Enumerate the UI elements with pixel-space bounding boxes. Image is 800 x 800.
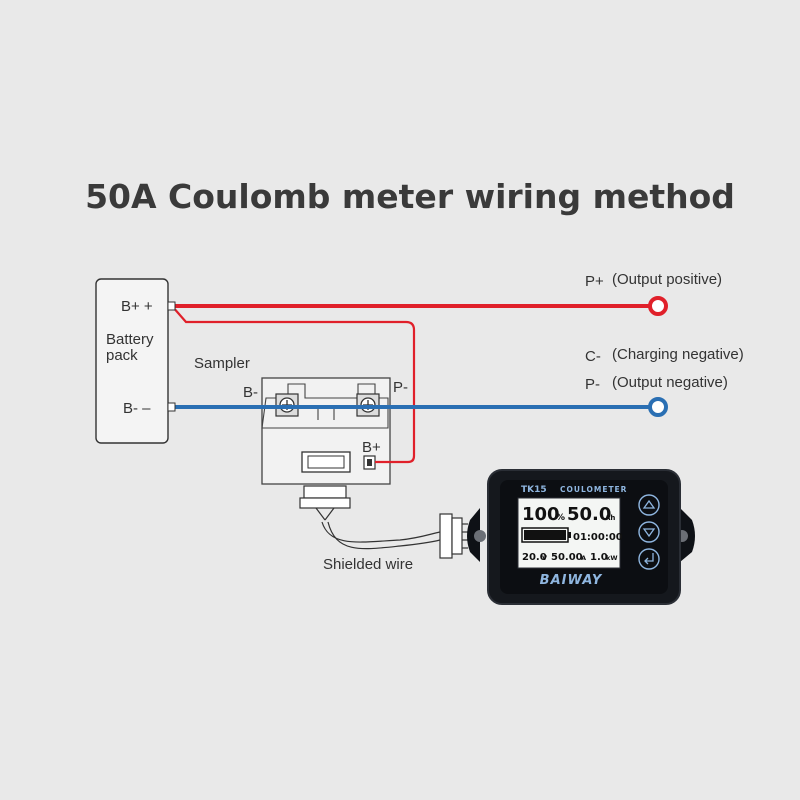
- chevron-up-icon: [642, 499, 656, 509]
- sampler-label: Sampler: [194, 355, 250, 372]
- enter-button[interactable]: [638, 548, 660, 570]
- output-labels: P+ (Output positive) C- (Charging negati…: [585, 271, 744, 393]
- lcd-voltage: 20.0: [522, 552, 547, 563]
- lcd-capacity: 50.0: [567, 504, 611, 525]
- lcd-power-unit: kW: [606, 554, 618, 562]
- wires: [167, 296, 668, 464]
- battery-negative-terminal-label: B- –: [123, 400, 151, 417]
- sampler-b-plus-label: B+: [362, 439, 381, 456]
- lcd-percent-unit: %: [556, 513, 565, 523]
- lcd-power: 1.0: [590, 552, 608, 563]
- sampler-b-plus-wire: [171, 305, 416, 464]
- enter-icon: [644, 553, 654, 565]
- p-plus-desc: (Output positive): [612, 271, 722, 288]
- sampler-plug: [303, 485, 347, 499]
- down-button[interactable]: [638, 521, 660, 543]
- battery-pack: B+ + Battery pack B- –: [95, 278, 169, 444]
- battery-pack-box: [95, 278, 169, 444]
- sampler-b-minus-label: B-: [243, 384, 258, 401]
- output-positive-ring: [648, 296, 668, 316]
- lcd-capacity-unit: Ah: [605, 514, 615, 522]
- sampler-p-minus-label: P-: [393, 379, 408, 396]
- shielded-wire-label: Shielded wire: [323, 556, 413, 573]
- lcd-current: 50.00: [551, 552, 583, 563]
- lcd-time: 01:00:00: [573, 532, 623, 543]
- coulomb-meter: TK15 COULOMETER 100 % 50.0 Ah 01:00:00 2…: [467, 469, 695, 605]
- battery-label-line2: pack: [106, 347, 138, 364]
- lcd-voltage-unit: V: [542, 554, 547, 562]
- c-minus-desc: (Charging negative): [612, 346, 744, 363]
- p-minus-desc: (Output negative): [612, 374, 728, 391]
- lcd-current-unit: A: [581, 554, 586, 562]
- meter-model: TK15: [521, 485, 547, 495]
- meter-brand-logo: BAIWAY: [540, 573, 603, 588]
- c-minus-label: C-: [585, 348, 601, 365]
- battery-label-line1: Battery: [106, 331, 154, 348]
- lcd-battery-icon: [521, 527, 571, 543]
- chevron-down-icon: [642, 528, 656, 538]
- p-minus-label: P-: [585, 376, 600, 393]
- battery-negative-post: [167, 402, 176, 412]
- mount-hole-left: [474, 530, 486, 542]
- p-plus-label: P+: [585, 273, 604, 290]
- meter-plug: [439, 513, 453, 559]
- shielded-wire: Shielded wire: [299, 485, 468, 573]
- lcd-percent: 100: [522, 504, 560, 525]
- page-title: 50A Coulomb meter wiring method: [85, 177, 735, 216]
- battery-positive-terminal-label: B+ +: [121, 298, 153, 315]
- lcd-battery-fill: [524, 530, 566, 540]
- output-negative-ring: [648, 397, 668, 417]
- meter-type: COULOMETER: [560, 485, 627, 494]
- sampler: Sampler B- P- B+: [194, 355, 408, 485]
- up-button[interactable]: [638, 494, 660, 516]
- shunt-outline: [261, 383, 389, 429]
- sampler-connector-socket: [301, 451, 351, 473]
- battery-positive-post: [167, 301, 176, 311]
